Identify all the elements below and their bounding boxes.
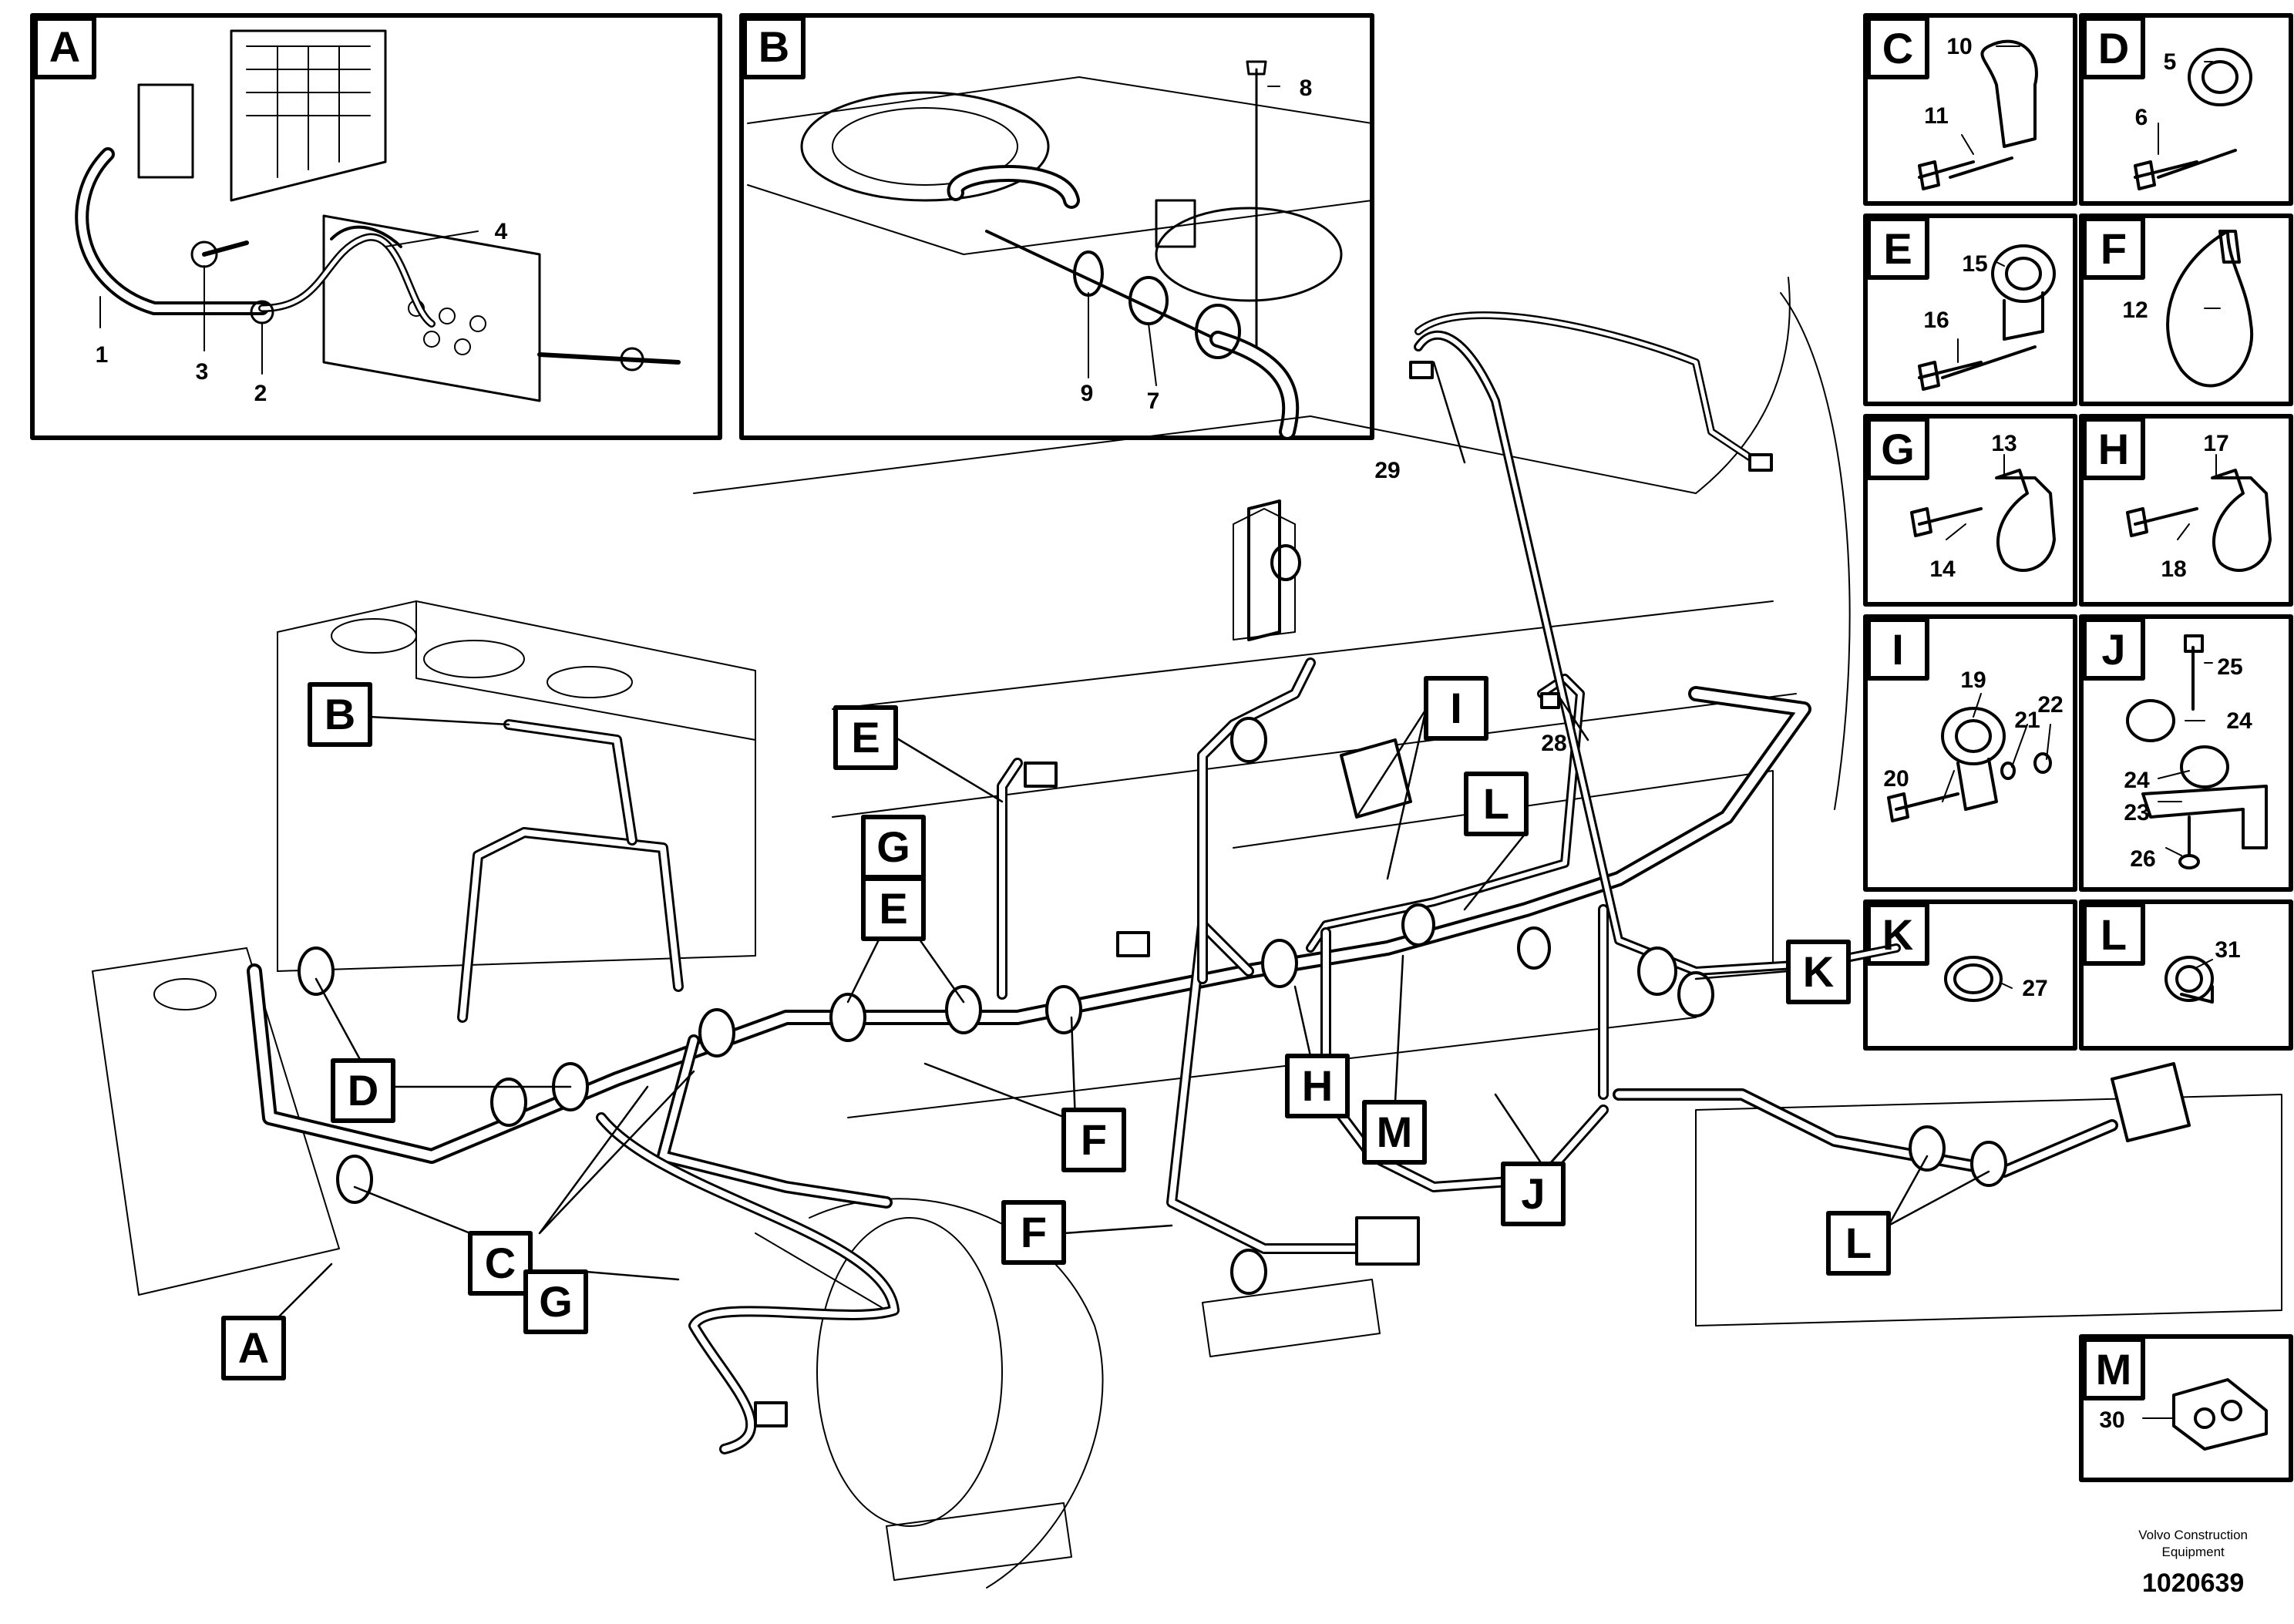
detail-b-part: 8 xyxy=(1300,76,1313,101)
panel-part: 18 xyxy=(2161,556,2186,582)
callout-letter: L xyxy=(1483,779,1509,828)
panel-part: 13 xyxy=(1991,431,2016,456)
panel-part: 20 xyxy=(1883,766,1909,792)
detail-a-letter: A xyxy=(49,22,80,71)
part-number: 28 xyxy=(1541,731,1566,756)
panel-part: 30 xyxy=(2099,1407,2124,1433)
detail-a-frame xyxy=(30,13,722,440)
callout-letter: C xyxy=(485,1239,516,1287)
detail-b-letter: B xyxy=(758,22,789,71)
detail-panels-grid xyxy=(1863,13,2293,1482)
clamp-illustrations xyxy=(1887,39,2272,1451)
panel-part: 6 xyxy=(2135,105,2148,130)
callout-letter: F xyxy=(1021,1208,1047,1256)
panel-part: 12 xyxy=(2122,298,2148,323)
detail-b-part: 9 xyxy=(1081,381,1094,406)
detail-b-frame xyxy=(739,13,1374,440)
callout-letter: G xyxy=(539,1277,573,1326)
panel-part: 24 xyxy=(2226,708,2252,734)
callout-letter: H xyxy=(1302,1061,1333,1110)
panel-letter: I xyxy=(1892,625,1904,674)
panel-part: 23 xyxy=(2124,800,2149,825)
callout-letter: F xyxy=(1081,1115,1107,1164)
callout-letter: M xyxy=(1377,1108,1413,1156)
detail-a-part: 4 xyxy=(495,219,508,244)
detail-a-part: 3 xyxy=(196,359,209,385)
panel-part: 17 xyxy=(2203,431,2228,456)
panel-letter: M xyxy=(2096,1345,2132,1394)
callout-letter: B xyxy=(325,690,355,738)
callout-letter: L xyxy=(1845,1219,1872,1267)
panel-part: 19 xyxy=(1960,667,1986,693)
part-number: 29 xyxy=(1374,458,1400,483)
panel-part: 10 xyxy=(1946,34,1972,59)
panel-leader-lines xyxy=(1942,45,2221,1419)
brand-name: Volvo Construction Equipment xyxy=(2138,1528,2248,1559)
panel-letter: G xyxy=(1881,425,1915,473)
callout-letter: D xyxy=(348,1066,378,1115)
panel-letter: E xyxy=(1883,224,1912,273)
panel-letter: J xyxy=(2101,625,2125,674)
machine-outline xyxy=(92,277,2282,1589)
footer: Volvo Construction Equipment 1020639 xyxy=(2138,1527,2248,1599)
callout-letter: E xyxy=(851,713,880,762)
panel-letter: D xyxy=(2098,24,2129,72)
panel-part: 15 xyxy=(1962,251,1987,277)
callout-letter: A xyxy=(238,1323,269,1372)
panel-part: 16 xyxy=(1923,308,1949,333)
callout-letter: G xyxy=(876,822,910,871)
callout-letter: J xyxy=(1521,1169,1545,1218)
detail-a-part: 2 xyxy=(254,381,267,406)
panel-part: 27 xyxy=(2022,976,2047,1001)
panel-part: 14 xyxy=(1929,556,1956,582)
panel-part: 21 xyxy=(2014,708,2040,733)
callout-letter: E xyxy=(879,884,907,933)
panel-part: 25 xyxy=(2217,654,2242,680)
panel-part: 26 xyxy=(2130,846,2155,872)
panel-letter: L xyxy=(2101,910,2127,959)
callout-boxes xyxy=(221,676,1891,1380)
panel-part: 22 xyxy=(2037,692,2063,718)
panel-letter: F xyxy=(2101,224,2127,273)
panel-letter: K xyxy=(1882,910,1913,959)
main-harness xyxy=(247,311,2118,1454)
panel-letter: H xyxy=(2098,425,2129,473)
callout-letter: K xyxy=(1803,947,1834,996)
leader-lines xyxy=(276,361,1990,1320)
panel-part: 31 xyxy=(2215,937,2240,963)
callout-letter: I xyxy=(1450,684,1462,732)
panel-part: 11 xyxy=(1924,103,1949,129)
main-connectors xyxy=(298,361,2191,1427)
document-number: 1020639 xyxy=(2141,1569,2245,1598)
panel-part: 5 xyxy=(2164,49,2177,75)
panel-part: 24 xyxy=(2124,768,2150,793)
detail-b-part: 7 xyxy=(1147,388,1160,414)
panel-letter: C xyxy=(1882,24,1913,72)
detail-a-part: 1 xyxy=(96,342,109,368)
